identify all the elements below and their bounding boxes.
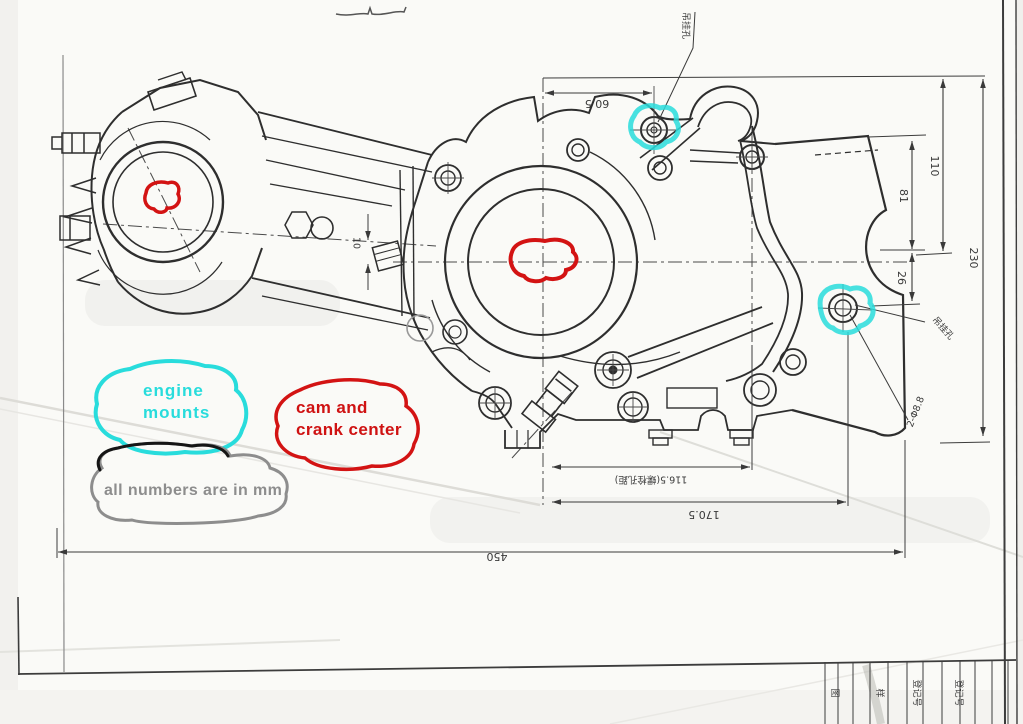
hand-annotations	[90, 103, 876, 525]
cam-crank-legend-circle	[274, 378, 420, 472]
dim-right-overall: 230	[967, 248, 980, 269]
cylinder-head	[51, 71, 267, 315]
dim-right-mid: 81	[897, 189, 910, 203]
scan-mark	[335, 5, 407, 16]
sheet-border	[17, 0, 1018, 724]
cam-crank-note-line1: cam and	[296, 398, 368, 417]
bottom-assembly	[431, 306, 793, 449]
units-note: all numbers are in mm	[104, 482, 283, 499]
engine-mount-highlight-top	[628, 103, 681, 151]
units-note-outline-dark	[96, 441, 230, 472]
cam-crank-note-line2: crank center	[296, 420, 402, 439]
dim-bottom-mid-span: 170.5	[688, 508, 720, 521]
dim-right-upper: 110	[928, 156, 941, 177]
cylinder-barrel	[251, 111, 433, 331]
centerlines	[102, 78, 908, 505]
title-block: 图 样 登记号 登记号	[821, 659, 1017, 724]
engine-mounts-note-line2: mounts	[143, 403, 211, 422]
dim-bottom-overall: 450	[487, 550, 508, 563]
engine-mounts-note-line1: engine	[143, 381, 204, 400]
extension-lines	[56, 75, 991, 558]
dim-hole-diameter: 2-Φ8.8	[905, 395, 927, 429]
callout-hanging-hole-right: 吊挂孔	[930, 314, 957, 342]
bolt-holes	[406, 86, 873, 423]
dim-bottom-bolt-span: 116.5(螺栓孔距)	[615, 474, 688, 486]
dim-right-lower: 26	[895, 271, 908, 285]
engine-mount-highlight-right	[817, 283, 876, 336]
crankcase	[402, 85, 804, 392]
title-cell-4: 登记号	[953, 679, 964, 706]
title-cell-3: 登记号	[911, 679, 922, 706]
title-cell-2: 样	[874, 688, 886, 697]
dim-top-width: 60.5	[585, 97, 610, 110]
cam-center-marker	[143, 180, 181, 214]
dim-cam-offset: 10	[351, 237, 362, 249]
callout-hanging-hole-top: 吊挂孔	[680, 12, 692, 39]
title-cell-1: 图	[829, 688, 840, 697]
callout-leaders	[657, 11, 926, 421]
right-mount-plate	[774, 134, 907, 437]
crank-center-marker	[508, 237, 579, 284]
